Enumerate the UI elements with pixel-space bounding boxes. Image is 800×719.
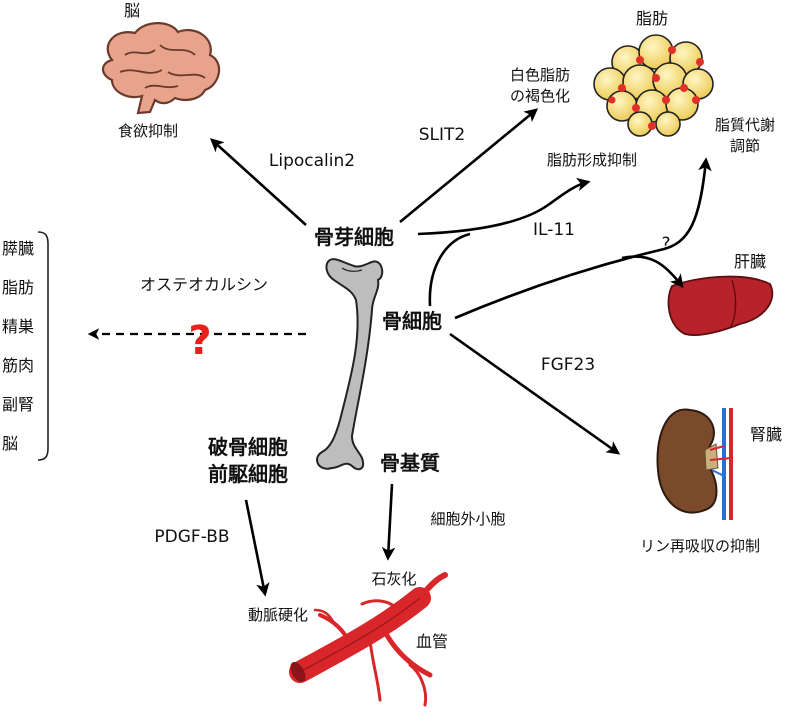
pdgfbb-label: PDGF-BB	[154, 527, 229, 547]
adipogenesis-suppression-label: 脂肪形成抑制	[547, 151, 637, 169]
osteoblast-label: 骨芽細胞	[314, 225, 394, 249]
osteoclast-precursor-label-line2: 前駆細胞	[208, 462, 288, 486]
arrow-slit2	[399, 108, 539, 224]
arrow-extracellular-vesicles	[381, 483, 396, 561]
target-item: 副腎	[2, 395, 34, 414]
appetite-suppression-label: 食欲抑制	[118, 122, 178, 140]
lipid-metabolism-label-line2: 調節	[730, 137, 760, 155]
target-item: 膵臓	[2, 239, 34, 258]
target-list-bracket	[37, 231, 49, 461]
kidney-label: 腎臓	[750, 425, 782, 444]
fat-icon	[593, 34, 714, 137]
blood-vessel-label: 血管	[416, 632, 448, 651]
fat-label: 脂肪	[636, 9, 668, 28]
liver-label: 肝臓	[734, 252, 766, 271]
arrow-pdgfbb	[244, 499, 270, 597]
brain-icon	[101, 22, 221, 115]
bone-matrix-label: 骨基質	[380, 451, 440, 475]
target-item: 脳	[2, 434, 18, 453]
target-item: 脂肪	[2, 278, 34, 297]
osteocalcin-question-mark: ?	[188, 318, 211, 364]
browning-label-line1: 白色脂肪	[510, 66, 570, 84]
osteocyte-label: 骨細胞	[382, 309, 442, 333]
blood-vessel-icon	[289, 572, 448, 707]
arrow-liver	[621, 255, 684, 289]
lipocalin2-label: Lipocalin2	[269, 151, 355, 171]
arrow-adipogenesis	[417, 177, 591, 236]
unknown-factor-mark: ?	[661, 234, 670, 254]
lipid-metabolism-label-line1: 脂質代謝	[715, 116, 775, 134]
target-item: 精巣	[2, 317, 34, 336]
kidney-icon	[656, 408, 733, 520]
target-item: 筋肉	[2, 356, 34, 375]
arrow-il11-stem	[428, 232, 471, 307]
liver-icon	[667, 275, 774, 336]
brain-label: 脳	[124, 1, 140, 20]
osteocalcin-target-list: 膵臓 脂肪 精巣 筋肉 副腎 脳	[2, 239, 34, 453]
slit2-label: SLIT2	[419, 125, 465, 145]
osteoclast-precursor-label-line1: 破骨細胞	[208, 435, 288, 459]
arrow-lipocalin2	[209, 138, 307, 226]
calcification-label: 石灰化	[371, 570, 416, 588]
arrow-lipid-metabolism	[454, 157, 712, 320]
il11-label: IL-11	[533, 220, 575, 240]
arteriosclerosis-label: 動脈硬化	[248, 606, 308, 624]
extracellular-vesicles-label: 細胞外小胞	[430, 510, 505, 528]
browning-label-line2: の褐色化	[510, 87, 570, 105]
osteocalcin-label: オステオカルシン	[140, 275, 268, 294]
arrow-fgf23	[449, 332, 621, 455]
fgf23-label: FGF23	[541, 355, 595, 375]
phosphate-reabsorption-label: リン再吸収の抑制	[640, 537, 760, 555]
bone-icon	[316, 258, 384, 471]
